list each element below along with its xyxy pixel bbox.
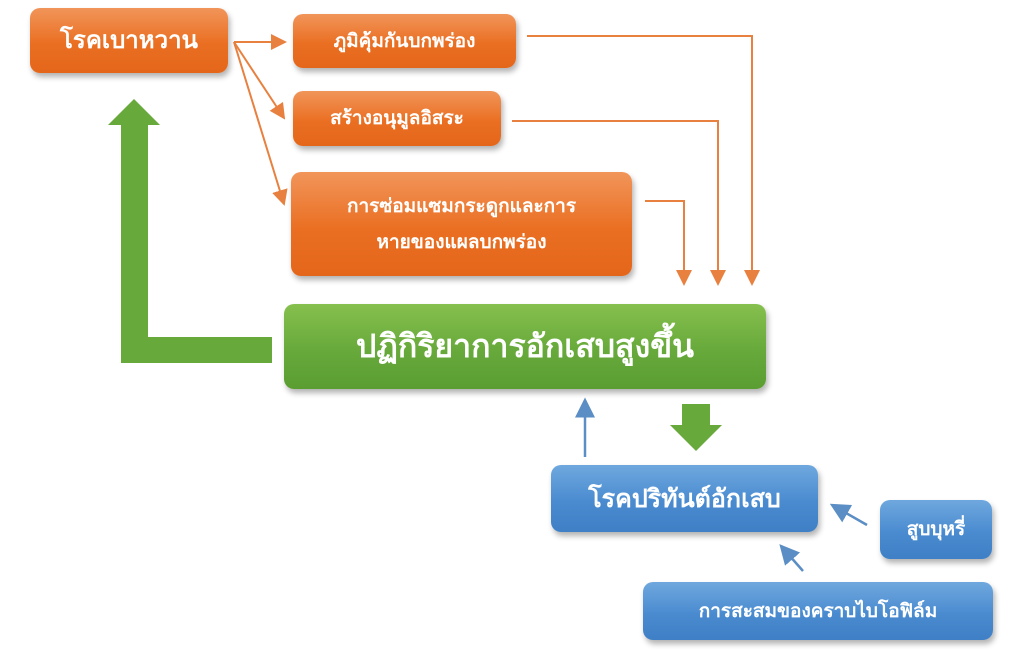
arrow-diabetes-to-radicals <box>233 41 286 120</box>
green-feedback-arrow <box>108 99 272 363</box>
node-bone-repair: การซ่อมแซมกระดูกและการหายของแผลบกพร่อง <box>291 172 632 276</box>
green-down-arrow <box>670 404 722 451</box>
arrow-radicals-to-inflammation <box>512 120 726 286</box>
node-biofilm: การสะสมของคราบไบโอฟิล์ม <box>643 582 993 640</box>
node-inflammation: ปฏิกิริยาการอักเสบสูงขึ้น <box>284 304 766 389</box>
node-smoking: สูบบุหรี่ <box>880 500 992 559</box>
arrow-diabetes-to-bone <box>233 41 288 206</box>
node-diabetes: โรคเบาหวาน <box>30 8 228 73</box>
node-free-radicals: สร้างอนุมูลอิสระ <box>293 91 501 146</box>
arrow-smoking-to-periodontitis <box>829 503 868 527</box>
arrow-biofilm-to-periodontitis <box>779 544 804 572</box>
node-immune-deficiency: ภูมิคุ้มกันบกพร่อง <box>293 14 516 68</box>
node-periodontitis: โรคปริทันต์อักเสบ <box>551 465 818 532</box>
arrow-bone-to-inflammation <box>645 200 692 286</box>
arrow-immune-to-inflammation <box>527 35 760 286</box>
